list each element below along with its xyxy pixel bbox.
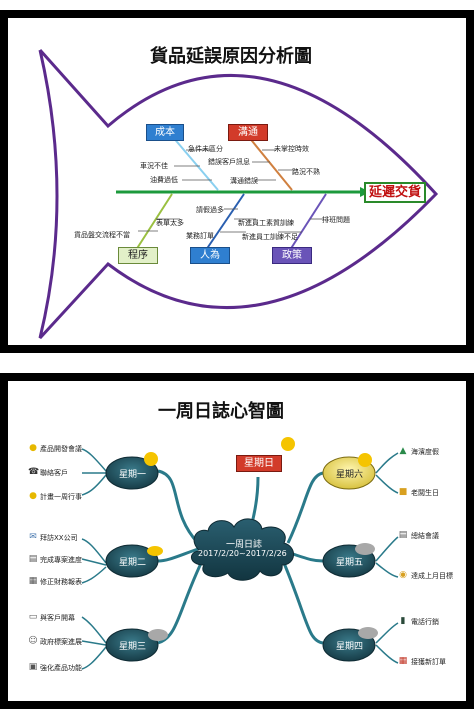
task-thu-2: 接獲新訂單	[411, 658, 446, 666]
weather-sun-icon	[144, 437, 372, 467]
fishbone-panel: 貨品延誤原因分析圖 成本 溝通 程序 人為 政策 延遲交貨 急件未區分 車況不佳…	[0, 10, 474, 353]
bone-communication	[247, 135, 293, 191]
task-tue-2: 完成專案進度	[40, 556, 82, 564]
document-icon: ▤	[28, 554, 38, 564]
cause-label: 新進員工素質訓練	[238, 219, 294, 227]
bell-icon: ●	[29, 491, 37, 501]
mail-icon: ✉	[29, 532, 37, 542]
task-tue-1: 拜訪XX公司	[40, 534, 78, 542]
cause-label: 貨品盤交流程不當	[74, 231, 130, 239]
order-icon: ▦	[398, 656, 408, 666]
task-sat-2: 老闆生日	[411, 489, 439, 497]
bone-process	[135, 193, 173, 251]
bone-people	[205, 193, 245, 251]
center-cloud	[191, 518, 294, 581]
category-communication: 溝通	[228, 124, 268, 141]
task-mon-3: 計畫一周行事	[40, 493, 82, 501]
category-people: 人為	[190, 247, 230, 264]
day-wed: 星期三	[119, 642, 147, 652]
fishbone-canvas: 貨品延誤原因分析圖 成本 溝通 程序 人為 政策 延遲交貨 急件未區分 車況不佳…	[8, 18, 466, 345]
mindmap-title: 一周日誌心智圖	[158, 401, 284, 422]
task-mon-1: 產品開發會議	[40, 445, 82, 453]
cause-label: 路況不熟	[292, 168, 320, 176]
center-line1: 一周日誌	[226, 540, 263, 550]
cause-label: 急件未區分	[188, 145, 223, 153]
weather-cloud-icon	[147, 543, 378, 641]
cause-label: 業務訂單	[186, 232, 214, 240]
sunday-box: 星期日	[236, 455, 282, 472]
gift-icon: ■	[398, 487, 408, 497]
day-sat: 星期六	[336, 470, 364, 480]
day-fri: 星期五	[336, 558, 364, 568]
cause-label: 未掌控時效	[274, 145, 309, 153]
oval-wed	[105, 628, 159, 662]
fish-outline	[38, 48, 439, 340]
cause-label: 請假過多	[196, 206, 224, 214]
bone-policy	[289, 193, 327, 251]
beach-icon: ▲	[399, 446, 407, 456]
laptop-icon: ▭	[28, 612, 38, 622]
box-icon: ▣	[28, 662, 38, 672]
mindmap-subbranches	[81, 448, 399, 670]
oval-mon	[105, 456, 159, 490]
mindmap-canvas: 一周日誌心智圖 星期日 一周日誌 2017/2/20~2017/2/26 星期一…	[8, 381, 466, 701]
category-process: 程序	[118, 247, 158, 264]
target-icon: ◉	[399, 570, 407, 580]
task-wed-1: 與客戶開幕	[40, 614, 75, 622]
cause-label: 排班問題	[322, 216, 350, 224]
bulb-icon: ●	[29, 443, 37, 453]
cause-label: 車況不佳	[140, 162, 168, 170]
calendar-icon: ▦	[28, 576, 38, 586]
oval-tue	[105, 544, 159, 578]
effect-box: 延遲交貨	[364, 182, 426, 203]
category-policy: 政策	[272, 247, 312, 264]
phone-book-icon: ▮	[400, 616, 406, 626]
cause-label: 油費過低	[150, 176, 178, 184]
smiley-icon: ☺	[28, 636, 38, 646]
cause-label: 表單太多	[156, 219, 184, 227]
bone-cost	[171, 135, 219, 191]
clipboard-icon: ▤	[398, 530, 408, 540]
task-tue-3: 修正財務報表	[40, 578, 82, 586]
category-cost: 成本	[146, 124, 184, 141]
fishbone-drawing	[38, 48, 439, 340]
task-thu-1: 電話行銷	[411, 618, 439, 626]
cause-label: 溝通錯誤	[230, 177, 258, 185]
cause-label: 新進員工訓練不足	[242, 233, 298, 241]
mindmap-drawing	[81, 437, 399, 670]
task-mon-2: 聯絡客戶	[40, 469, 68, 477]
task-sat-1: 海濱度假	[411, 448, 439, 456]
fishbone-title: 貨品延誤原因分析圖	[150, 46, 312, 67]
task-fri-2: 達成上月目標	[411, 572, 453, 580]
task-wed-2: 政府標案進展	[40, 638, 82, 646]
cause-ticks	[138, 149, 324, 233]
mindmap-panel: 一周日誌心智圖 星期日 一周日誌 2017/2/20~2017/2/26 星期一…	[0, 373, 474, 709]
day-thu: 星期四	[336, 642, 364, 652]
mindmap-branches	[157, 469, 324, 645]
center-line2: 2017/2/20~2017/2/26	[198, 549, 287, 558]
phone-icon: ☎	[28, 467, 40, 477]
day-mon: 星期一	[119, 470, 147, 480]
cause-label: 錯誤客戶訊息	[208, 158, 250, 166]
task-wed-3: 強化產品功能	[40, 664, 82, 672]
task-fri-1: 總結會議	[411, 532, 439, 540]
day-tue: 星期二	[119, 558, 147, 568]
